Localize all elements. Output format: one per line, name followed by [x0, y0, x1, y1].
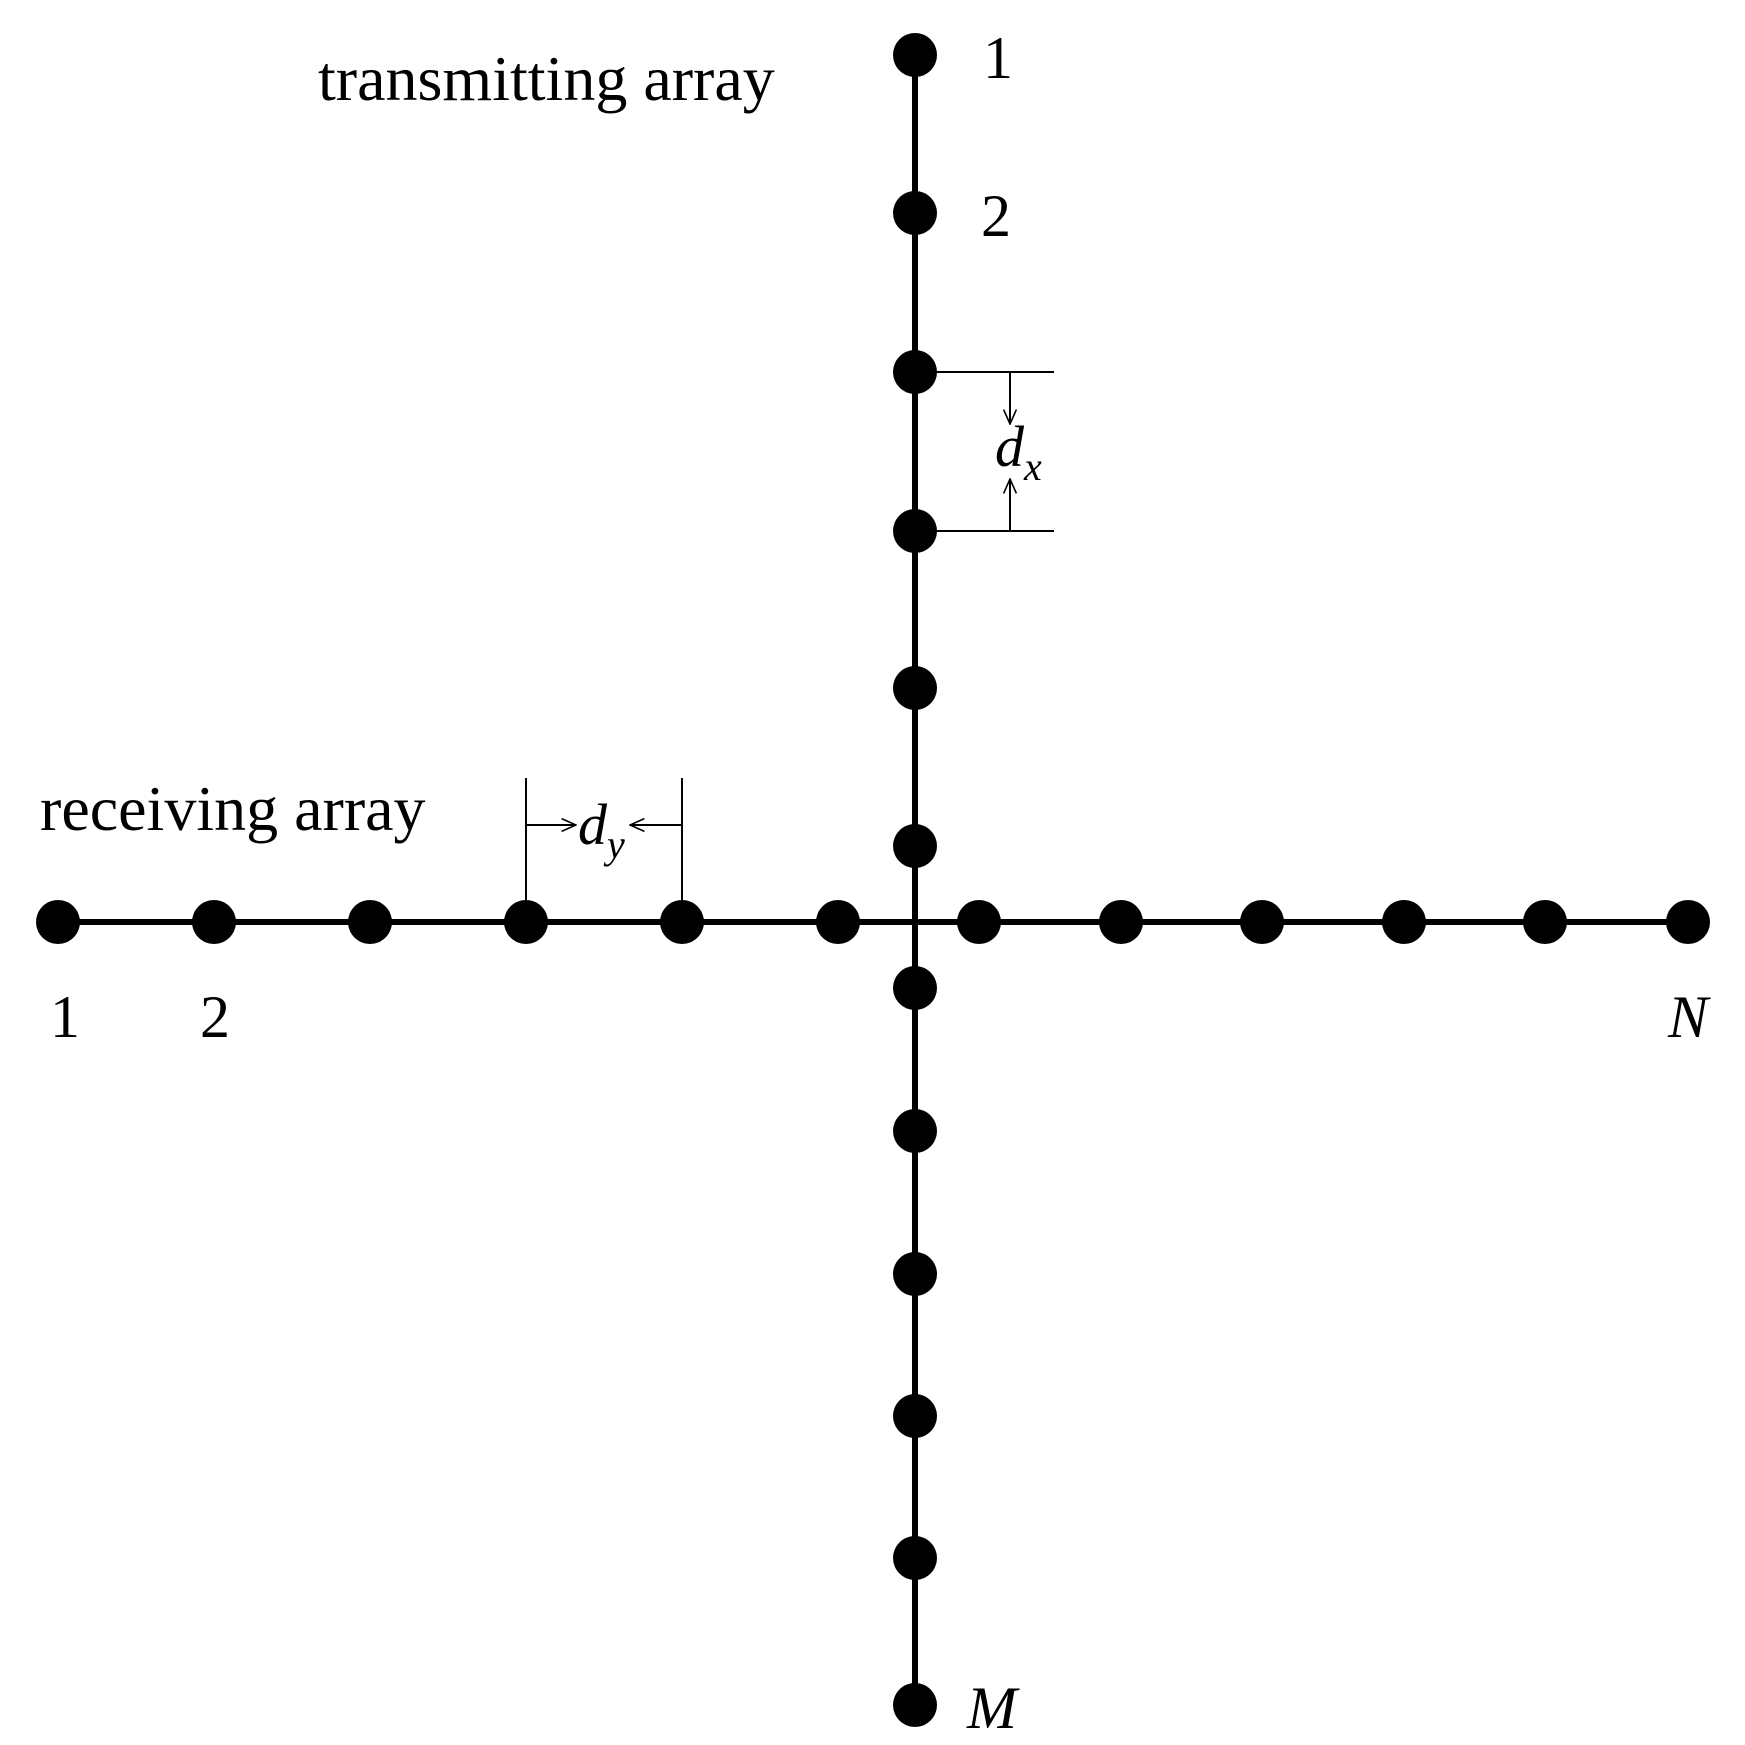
rx-element-12	[1666, 900, 1710, 944]
tx-element-6	[893, 824, 937, 868]
tx-element-4	[893, 509, 937, 553]
dy-dimension: dy	[525, 778, 683, 900]
transmitting-array-label: transmitting array	[318, 43, 775, 114]
rx-element-11	[1523, 900, 1567, 944]
dy-subscript: y	[603, 822, 625, 867]
tx-index-second: 2	[981, 183, 1011, 249]
tx-element-12	[893, 1683, 937, 1727]
rx-element-10	[1382, 900, 1426, 944]
dx-dimension: dx	[937, 371, 1054, 532]
transmitting-array-elements	[893, 33, 937, 1727]
rx-index-first: 1	[50, 984, 80, 1050]
dx-subscript: x	[1023, 444, 1042, 489]
rx-element-6	[816, 900, 860, 944]
tx-element-2	[893, 191, 937, 235]
rx-element-7	[957, 900, 1001, 944]
rx-element-3	[348, 900, 392, 944]
rx-element-4	[504, 900, 548, 944]
rx-element-1	[36, 900, 80, 944]
tx-element-5	[893, 666, 937, 710]
rx-index-second: 2	[200, 984, 230, 1050]
tx-element-7	[893, 966, 937, 1010]
tx-element-1	[893, 33, 937, 77]
tx-index-first: 1	[983, 25, 1013, 91]
receiving-array-elements	[36, 900, 1710, 944]
tx-element-11	[893, 1536, 937, 1580]
tx-element-8	[893, 1109, 937, 1153]
rx-element-2	[192, 900, 236, 944]
rx-index-last: N	[1667, 984, 1711, 1050]
dy-symbol: d	[578, 792, 608, 857]
rx-element-5	[660, 900, 704, 944]
rx-element-9	[1240, 900, 1284, 944]
tx-element-9	[893, 1252, 937, 1296]
receiving-array-label: receiving array	[40, 773, 426, 844]
tx-element-3	[893, 350, 937, 394]
dx-label: dx	[995, 414, 1042, 489]
dx-symbol: d	[995, 414, 1025, 479]
tx-index-last: M	[966, 1675, 1020, 1741]
dy-label: dy	[578, 792, 625, 867]
rx-element-8	[1099, 900, 1143, 944]
tx-element-10	[893, 1394, 937, 1438]
